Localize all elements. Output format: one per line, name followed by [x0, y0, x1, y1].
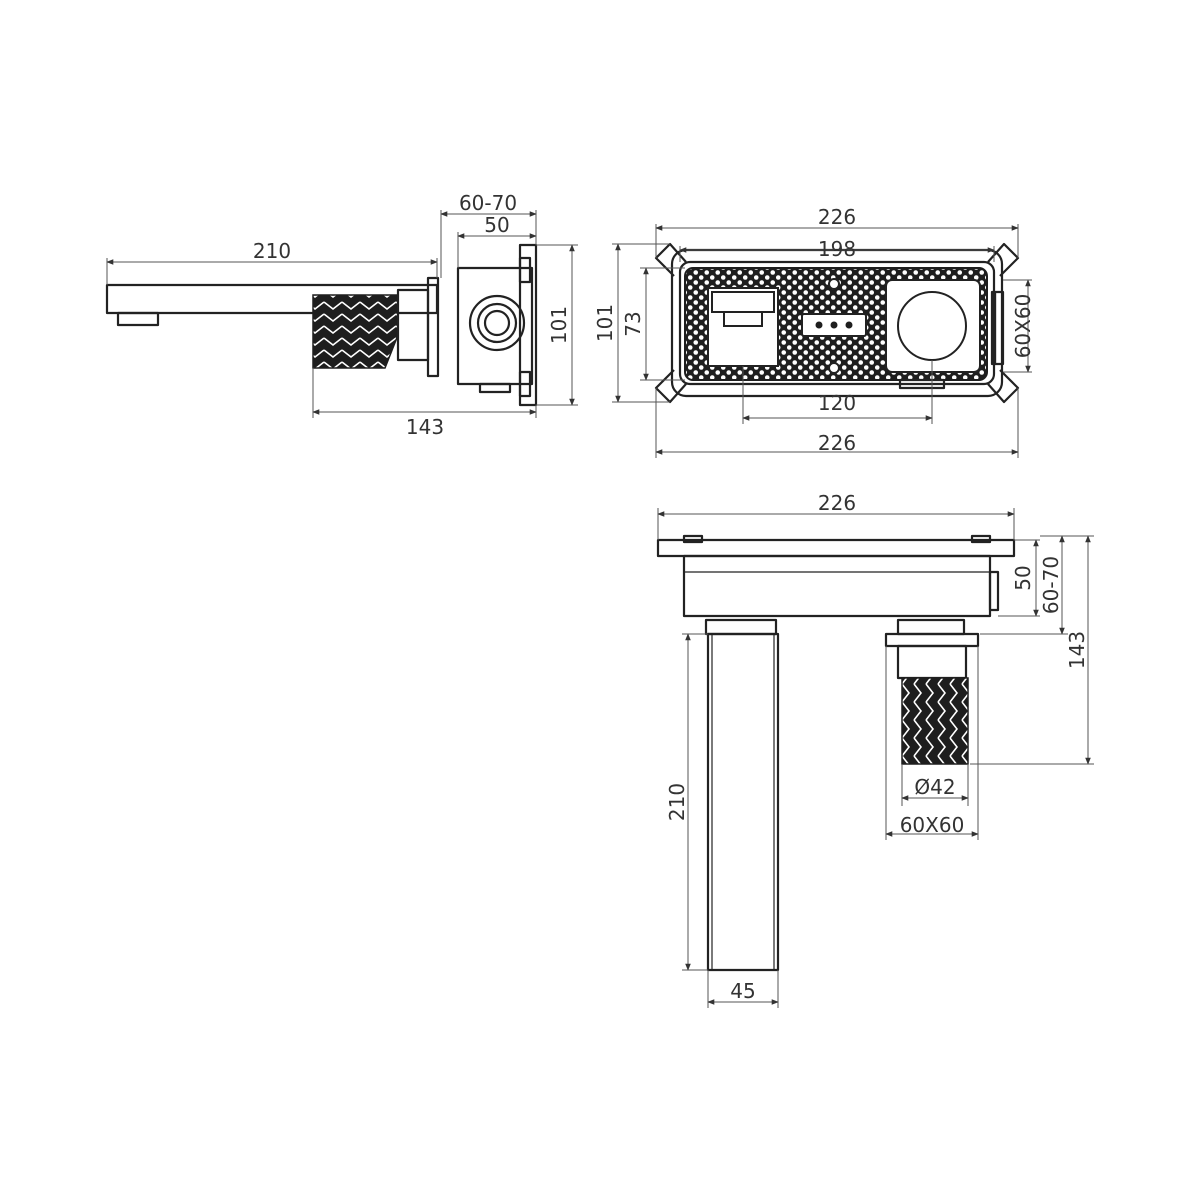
dim-front-101: 101 [593, 304, 617, 342]
dim-top-226: 226 [818, 491, 856, 515]
dim-top-50: 50 [1011, 565, 1035, 590]
dim-side-101: 101 [547, 306, 571, 344]
dim-side-210: 210 [253, 239, 291, 263]
dim-side-143: 143 [406, 415, 444, 439]
front-handle-knob [897, 291, 967, 361]
dim-top-45: 45 [730, 979, 755, 1003]
side-flange [518, 243, 538, 407]
top-plate [656, 538, 1016, 558]
dim-front-198: 198 [818, 237, 856, 261]
top-box [682, 554, 992, 618]
top-handle-base [884, 632, 980, 648]
side-port-inner [483, 309, 511, 337]
front-screw-top [828, 278, 840, 290]
dim-top-143: 143 [1065, 631, 1089, 669]
dim-top-210: 210 [665, 783, 689, 821]
front-screw-bottom [828, 362, 840, 374]
dim-front-60x60: 60X60 [1011, 294, 1035, 359]
top-handle-knurl [901, 677, 969, 765]
dim-top-60x60: 60X60 [900, 813, 965, 837]
dim-side-60-70: 60-70 [459, 191, 517, 215]
top-spout-collar [704, 618, 778, 636]
side-wall-plate [426, 276, 440, 378]
top-handle-neck [896, 644, 968, 680]
front-view: 226 198 101 73 60X60 120 226 [593, 205, 1035, 458]
side-port-middle [476, 302, 518, 344]
dim-front-226-bottom: 226 [818, 431, 856, 455]
dim-top-60-70: 60-70 [1039, 556, 1063, 614]
dim-side-50: 50 [484, 213, 509, 237]
side-port-outer [468, 294, 526, 352]
side-spout-aerator [116, 311, 160, 327]
dim-top-d42: Ø42 [914, 775, 955, 799]
side-view: 210 60-70 50 101 143 [105, 191, 578, 439]
top-spout [706, 632, 780, 972]
dim-front-226-top: 226 [818, 205, 856, 229]
side-handle [312, 294, 399, 369]
dim-front-73: 73 [621, 311, 645, 336]
top-view: 226 50 60-70 143 210 45 Ø42 [656, 491, 1094, 1008]
dim-front-120: 120 [818, 391, 856, 415]
side-handle-collar [396, 288, 430, 362]
